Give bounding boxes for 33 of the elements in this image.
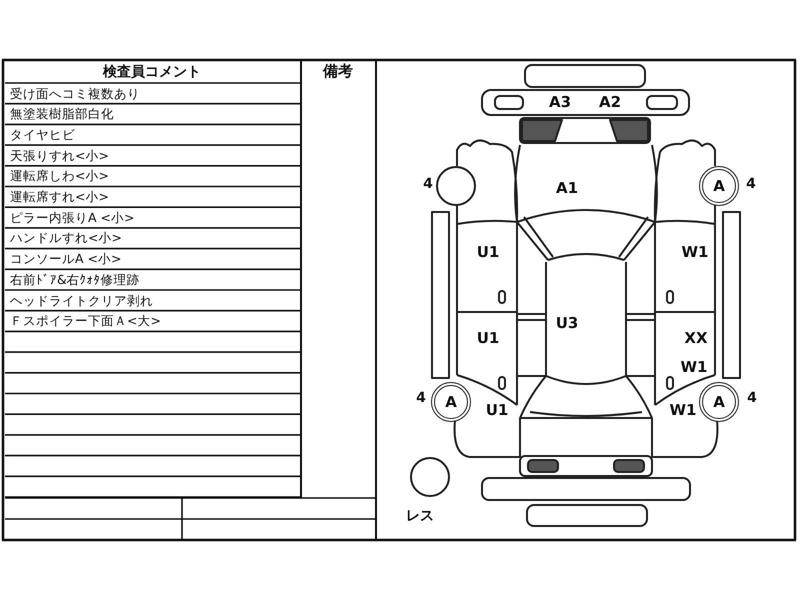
comment-text: 受け面へコミ複数あり (10, 86, 140, 102)
tire-depth-label: 4 (423, 176, 433, 192)
column-header: 備考 (323, 62, 353, 81)
damage-code: U1 (476, 243, 500, 261)
damage-code: U1 (476, 329, 500, 347)
damage-code: XX (684, 329, 708, 347)
tire-depth-label: 4 (416, 390, 426, 406)
damage-code: U3 (556, 314, 578, 332)
comment-text: ピラー内張りA <小> (10, 210, 134, 226)
damage-code: U1 (486, 401, 508, 419)
tire-circle: A (699, 382, 739, 422)
comment-text: コンソールA <小> (10, 251, 122, 268)
comment-text: ヘッドライトクリア剥れ (10, 292, 153, 308)
damage-code: W1 (670, 401, 696, 419)
comment-text: 無塗装樹脂部白化 (10, 106, 114, 122)
comment-text: 運転席しわ<小> (10, 168, 109, 184)
tire-circle: A (431, 382, 471, 422)
comment-text: ハンドルすれ<小> (10, 230, 122, 246)
tire-depth-label: 4 (747, 390, 757, 406)
comment-text: 運転席すれ<小> (10, 189, 109, 205)
comment-text: Ｆスポイラー下面Ａ<大> (10, 313, 161, 330)
damage-code: A1 (556, 179, 578, 197)
damage-code: A2 (598, 93, 622, 111)
tire-circle: A (699, 166, 739, 206)
damage-code: W1 (680, 358, 708, 376)
comment-text: 天張りすれ<小> (10, 148, 109, 164)
tire-depth-label: 4 (746, 176, 756, 192)
damage-code: A3 (548, 93, 572, 111)
column-header: 検査員コメント (103, 63, 201, 81)
comment-text: タイヤヒビ (10, 126, 75, 143)
comment-text: 右前ﾄﾞｱ&右ｸｫﾀ修理跡 (10, 272, 140, 288)
tire-depth-label: レス (406, 507, 434, 525)
damage-code: W1 (682, 243, 708, 261)
